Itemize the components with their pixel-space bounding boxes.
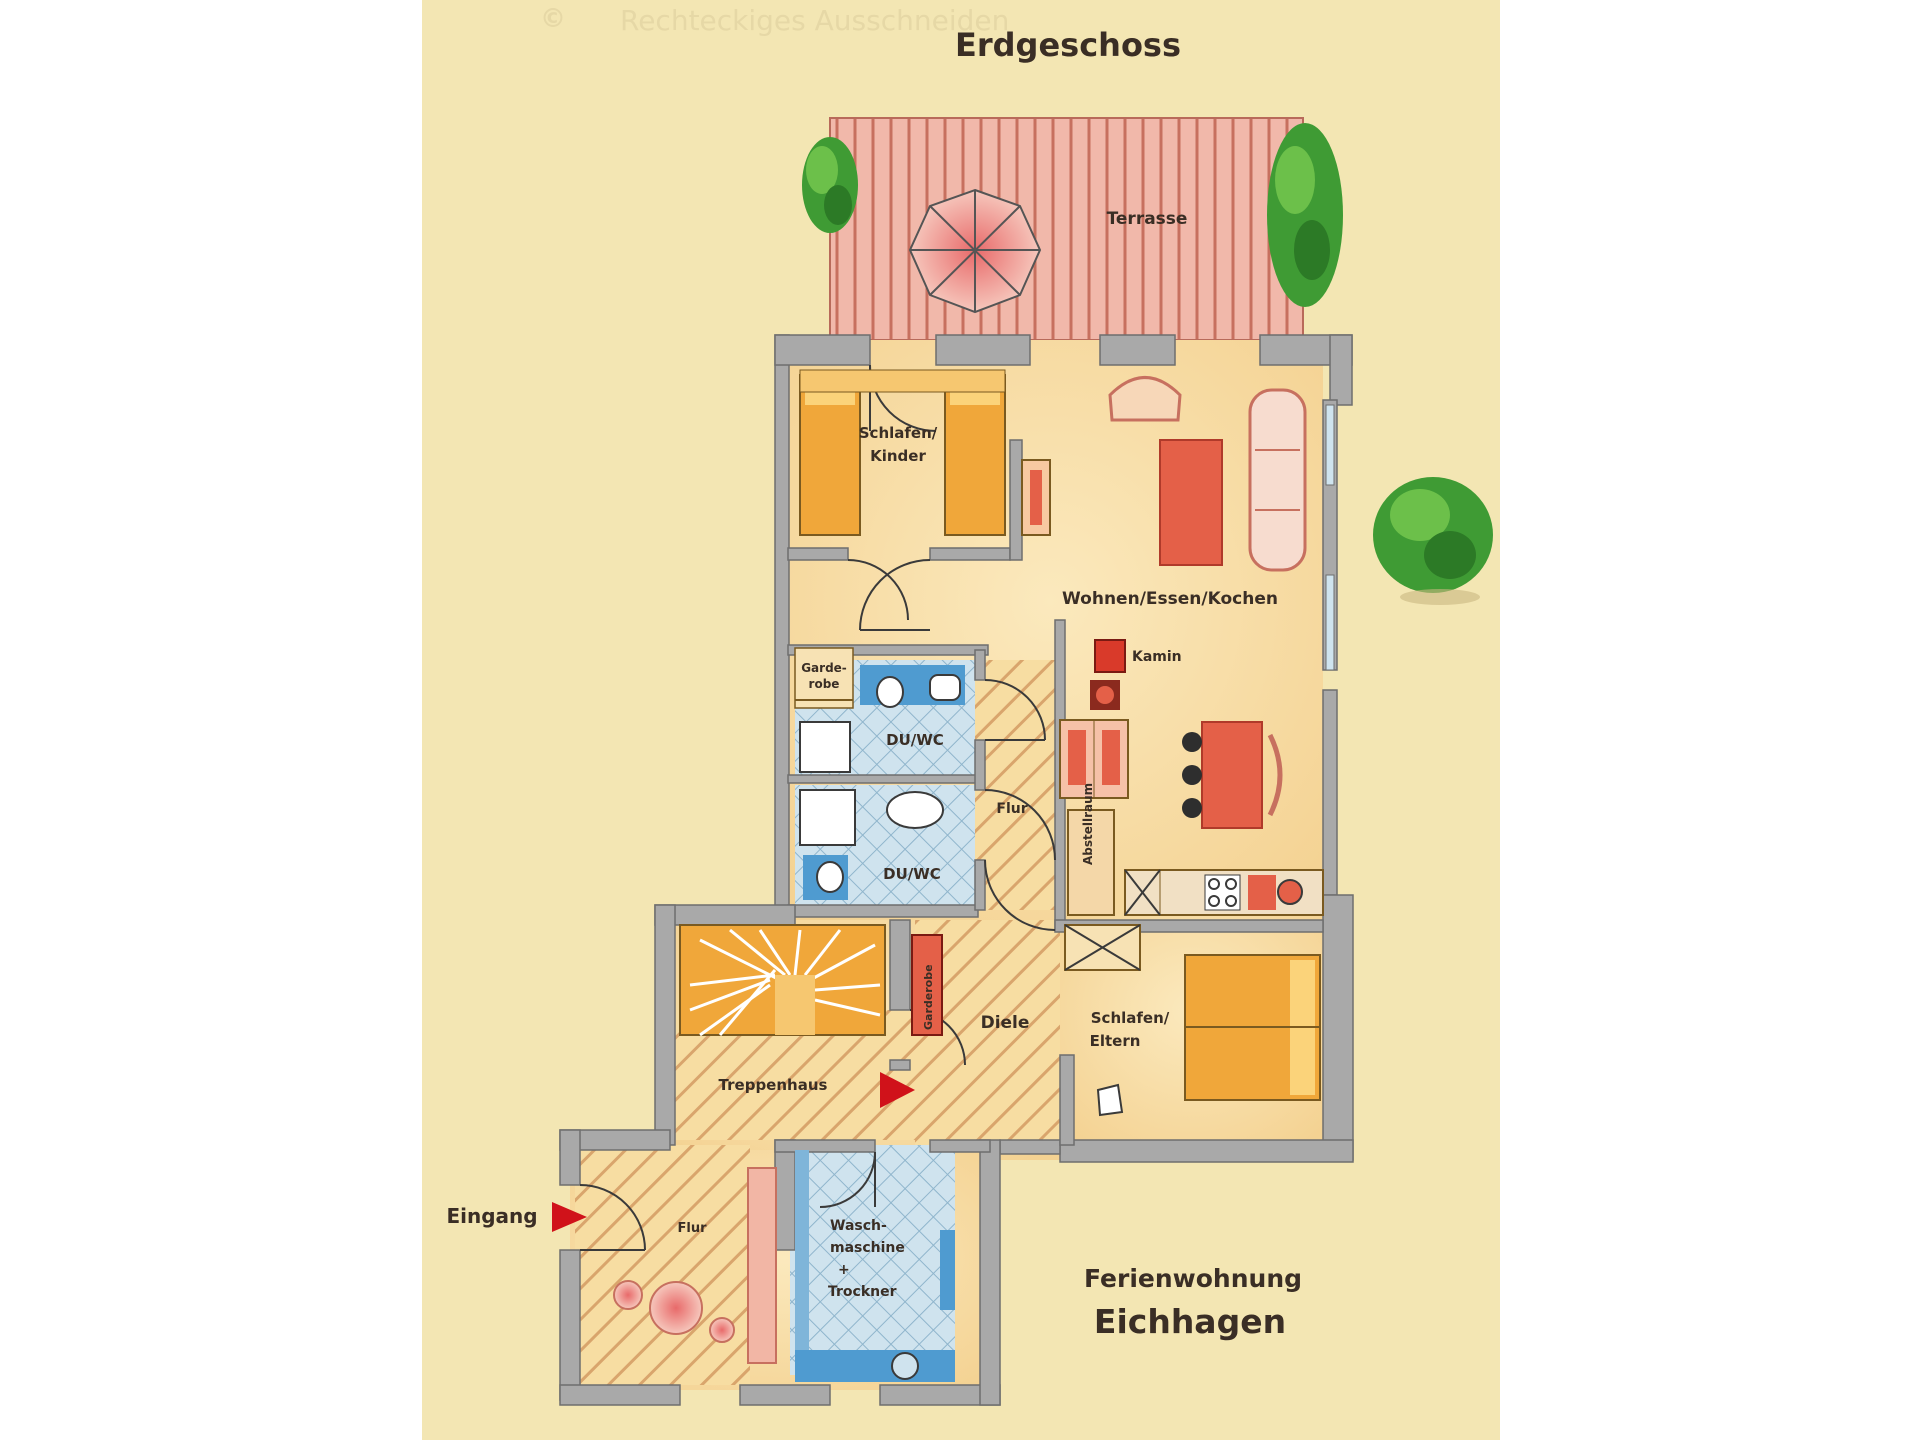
- room-label-abstellraum: Abstellraum: [1081, 783, 1095, 865]
- tree-icon: [1267, 123, 1343, 307]
- parasol-icon: [908, 188, 1042, 314]
- room-label-schlafen-eltern-2: Eltern: [1090, 1032, 1141, 1050]
- tree-icon: [802, 137, 858, 233]
- fireplace-icon: [1090, 639, 1126, 710]
- room-label-wohnen: Wohnen/Essen/Kochen: [1062, 589, 1278, 609]
- room-label-kamin: Kamin: [1132, 649, 1182, 665]
- bathroom-fixtures: [799, 665, 965, 900]
- wardrobe-cabinet: [911, 934, 943, 1036]
- entrance-furniture: [613, 1167, 777, 1364]
- caption-line2: Eichhagen: [1094, 1302, 1286, 1341]
- room-label-garderobe-hall: Garderobe: [922, 964, 935, 1030]
- staircase: [679, 924, 886, 1037]
- beds-kinder: [799, 369, 1051, 536]
- room-label-wasch-3: +: [838, 1262, 850, 1278]
- watermark-text: Rechteckiges Ausschneiden: [620, 4, 1009, 37]
- room-label-duwc-top: DU/WC: [886, 731, 944, 749]
- room-label-wasch-1: Wasch-: [830, 1218, 887, 1234]
- room-label-treppenhaus: Treppenhaus: [719, 1076, 828, 1094]
- floor-title: Erdgeschoss: [955, 26, 1181, 64]
- room-label-schlafen-kinder-2: Kinder: [870, 447, 926, 465]
- kitchen-units: [1059, 719, 1324, 916]
- room-label-flur-upper: Flur: [996, 801, 1027, 817]
- watermark-icon: ©: [540, 4, 566, 34]
- caption-line1: Ferienwohnung: [1084, 1264, 1302, 1293]
- room-label-schlafen-kinder-1: Schlafen/: [859, 424, 938, 442]
- room-label-duwc-bottom: DU/WC: [883, 865, 941, 883]
- laundry-fixtures: [795, 1150, 955, 1382]
- bed-eltern: [1064, 924, 1321, 1117]
- room-label-flur-lower: Flur: [677, 1221, 707, 1236]
- wardrobe-rack: [794, 647, 854, 709]
- entrance-label: Eingang: [446, 1204, 537, 1228]
- dining-table: [1182, 721, 1283, 829]
- staircase-arrow-icon: [880, 1072, 915, 1108]
- room-label-wasch-2: maschine: [830, 1240, 905, 1256]
- room-label-wasch-4: Trockner: [828, 1284, 897, 1300]
- walls: [559, 334, 1354, 1406]
- room-label-garderobe-1: Garde-: [801, 661, 847, 675]
- terrace: Terrasse: [829, 117, 1304, 341]
- floor-areas: [570, 340, 1323, 1390]
- entrance-arrow-icon: [552, 1202, 587, 1232]
- tree-icon: [1373, 477, 1493, 605]
- room-label-terrasse: Terrasse: [1107, 209, 1188, 229]
- room-label-diele: Diele: [981, 1013, 1030, 1033]
- room-label-schlafen-eltern-1: Schlafen/: [1091, 1009, 1170, 1027]
- room-label-garderobe-2: robe: [809, 677, 840, 691]
- living-furniture: [1108, 376, 1307, 572]
